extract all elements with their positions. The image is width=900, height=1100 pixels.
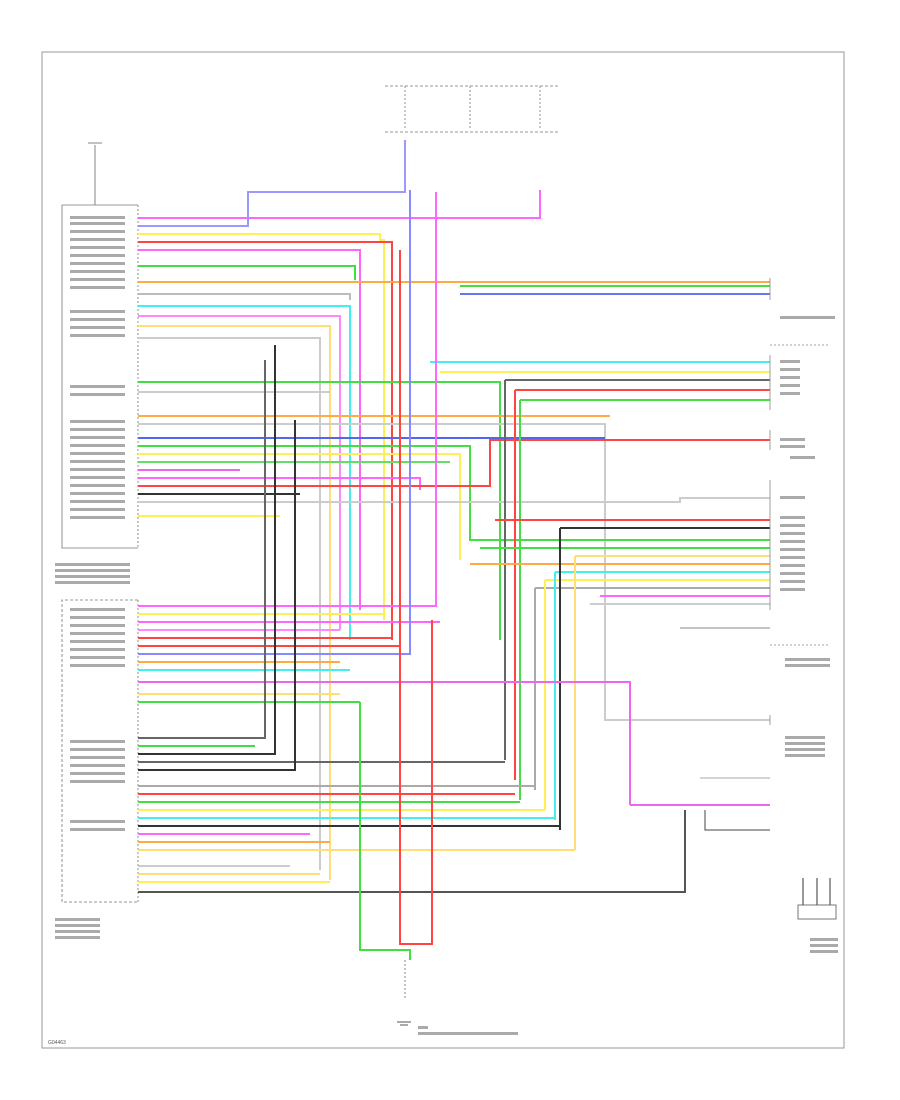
left-module-labels xyxy=(55,216,130,939)
ground-symbol-bottom xyxy=(397,1021,411,1026)
left-module-lower xyxy=(61,599,139,903)
wires-bottom-loop xyxy=(359,620,433,1000)
ground-symbol-left xyxy=(88,142,102,205)
bottom-labels xyxy=(418,1026,518,1035)
wire-green-2 xyxy=(138,381,501,640)
right-labels xyxy=(780,316,838,953)
wire-gray-2 xyxy=(138,337,321,870)
wire-pink-3 xyxy=(138,315,341,630)
wires-right-connector-1 xyxy=(430,361,770,800)
wire-gray-1 xyxy=(138,293,351,300)
wire-yellow-1 xyxy=(138,233,385,620)
wire-pink-4 xyxy=(138,477,421,490)
fuse-block-top xyxy=(385,85,560,133)
footer-code: G04463 xyxy=(48,1040,66,1046)
wires-right-bottom xyxy=(630,627,770,831)
wires-right-connector-2 xyxy=(470,519,770,850)
left-module-upper xyxy=(61,204,139,549)
wire-green-3 xyxy=(138,445,770,541)
wires-lower-module xyxy=(138,190,686,893)
sensor-symbol xyxy=(797,878,837,920)
wire-yellow-3 xyxy=(138,453,461,560)
right-connectors xyxy=(769,278,830,725)
wire-gray-5 xyxy=(138,497,770,503)
wire-red-1 xyxy=(138,241,393,640)
wire-cyan-1 xyxy=(138,305,351,640)
wire-yellow-2 xyxy=(138,325,331,880)
wire-pink-1 xyxy=(138,190,541,219)
wires-upper-module xyxy=(138,140,770,880)
diagram-frame xyxy=(41,51,845,1049)
wire-green-1 xyxy=(138,265,356,280)
wire-pink-2 xyxy=(138,249,361,610)
wire-red-2 xyxy=(138,439,770,487)
wire-blue-1 xyxy=(138,140,406,227)
